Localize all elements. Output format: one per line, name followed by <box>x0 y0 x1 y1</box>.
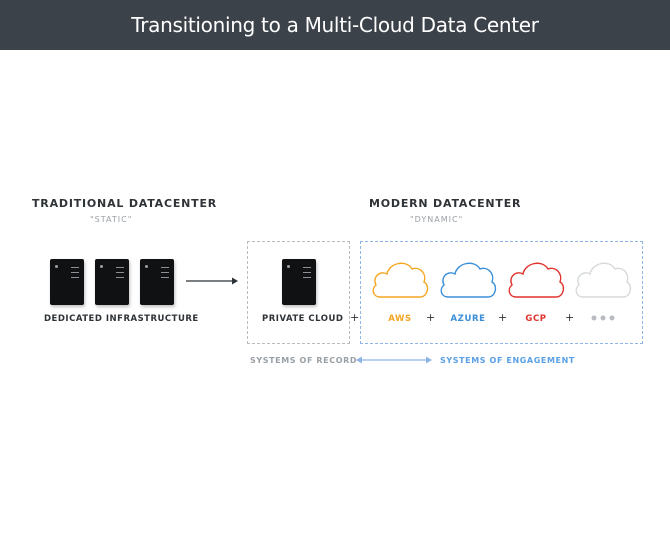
private-cloud-label: PRIVATE CLOUD <box>262 314 344 324</box>
aws-cloud-icon <box>372 262 429 298</box>
page-title: Transitioning to a Multi-Cloud Data Cent… <box>131 13 539 37</box>
double-arrow-icon <box>356 356 432 364</box>
gcp-cloud-icon <box>508 262 565 298</box>
systems-of-record-label: SYSTEMS OF RECORD <box>250 356 358 365</box>
azure-label: AZURE <box>450 314 486 324</box>
other-cloud-icon <box>575 262 632 298</box>
gcp-label: GCP <box>525 314 547 324</box>
server-icon <box>282 259 316 305</box>
page-header: Transitioning to a Multi-Cloud Data Cent… <box>0 0 670 50</box>
systems-of-engagement-label: SYSTEMS OF ENGAGEMENT <box>440 356 575 365</box>
plus-sign: + <box>350 311 360 324</box>
traditional-heading: TRADITIONAL DATACENTER <box>32 197 218 210</box>
systems-of-engagement-box <box>360 241 643 344</box>
modern-subtitle: "DYNAMIC" <box>410 215 464 224</box>
plus-sign: + <box>565 311 575 324</box>
azure-cloud-icon <box>440 262 497 298</box>
server-icon <box>50 259 84 305</box>
traditional-subtitle: "STATIC" <box>90 215 133 224</box>
more-providers-ellipsis-icon <box>591 315 615 321</box>
transition-arrow-icon <box>186 277 238 285</box>
server-icon <box>95 259 129 305</box>
modern-heading: MODERN DATACENTER <box>369 197 522 210</box>
plus-sign: + <box>498 311 508 324</box>
aws-label: AWS <box>388 314 412 324</box>
dedicated-infrastructure-label: DEDICATED INFRASTRUCTURE <box>44 314 199 324</box>
server-icon <box>140 259 174 305</box>
systems-of-record-box <box>247 241 350 344</box>
plus-sign: + <box>426 311 436 324</box>
